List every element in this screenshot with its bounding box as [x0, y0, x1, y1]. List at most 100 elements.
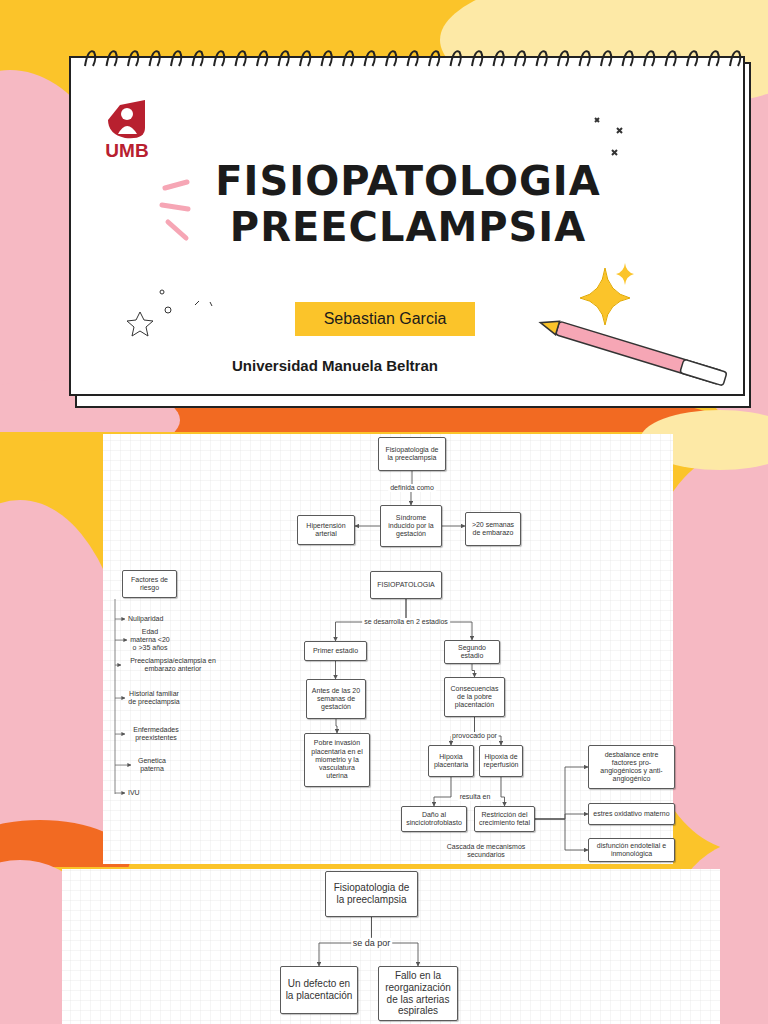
edge-label: resulta en — [458, 793, 493, 801]
spiral-ring — [644, 51, 654, 66]
edge-label: se da por — [351, 938, 393, 948]
box-text: Primer estadio — [313, 647, 358, 655]
logo-text: UMB — [100, 140, 154, 162]
process-box: FISIOPATOLOGIA — [370, 571, 442, 599]
spiral-ring — [193, 51, 203, 66]
process-box: Factores de riesgo — [122, 570, 177, 598]
slide-ground — [0, 432, 768, 866]
spiral-ring — [537, 51, 547, 66]
edge-label: definida como — [388, 484, 436, 492]
connector — [472, 664, 475, 677]
burst-marks — [162, 182, 188, 238]
connector — [336, 719, 337, 733]
grid-lines — [62, 869, 720, 1024]
spiral-ring — [730, 51, 740, 66]
risk-factor: Edad materna <20 o >35 años — [130, 628, 170, 652]
box-text: Fisiopatologia de la preeclampsia — [330, 882, 413, 906]
leader-arrow — [115, 793, 125, 794]
risk-factor: Historial familiar de preeclampsia — [128, 690, 180, 706]
connector — [535, 767, 588, 819]
dash-doodle — [195, 301, 212, 306]
spiral-ring — [300, 51, 310, 66]
author-name: Sebastian Garcia — [295, 310, 475, 328]
box-text: FISIOPATOLOGIA — [377, 581, 435, 589]
grid-panel — [62, 869, 720, 1024]
process-box: Hipoxia placentaria — [428, 745, 474, 777]
box-text: Hipertensión arterial — [301, 522, 351, 539]
spiral-ring — [343, 51, 353, 66]
name-tag — [295, 302, 475, 336]
box-text: Síndrome inducido por la gestación — [384, 514, 438, 539]
grid-panel — [103, 434, 673, 864]
leader-arrow — [115, 640, 127, 641]
dot-doodle — [165, 307, 171, 313]
spiral-ring — [687, 51, 697, 66]
box-text: Fisiopatologia de la preeclampsia — [382, 446, 442, 463]
spiral-ring — [236, 51, 246, 66]
spiral-ring — [386, 51, 396, 66]
risk-factor: Genetica paterna — [134, 757, 170, 773]
process-box: Hipoxia de reperfusión — [479, 745, 523, 777]
leader-arrow — [115, 665, 121, 666]
process-box: Pobre invasión placentaria en el miometr… — [304, 733, 370, 787]
box-text: Restricción del crecimiento fetal — [478, 811, 531, 828]
risk-factor: IVU — [128, 789, 158, 797]
sparkle — [616, 263, 634, 285]
box-text: Factores de riesgo — [126, 576, 173, 593]
box-text: estres oxidativo materno — [593, 810, 669, 818]
slide-ground — [0, 867, 768, 1024]
process-box: desbalance entre factores pro-angiogénic… — [588, 745, 675, 789]
box-text: Hipoxia de reperfusión — [483, 753, 519, 770]
box-text: Fallo en la reorganización de las arteri… — [383, 970, 453, 1017]
slide-ground — [0, 0, 768, 432]
spiral-rings — [85, 51, 740, 66]
connector — [335, 661, 336, 679]
risk-factor: Preeclampsia/eclampsia en embarazo anter… — [124, 657, 222, 673]
spiral-ring — [451, 51, 461, 66]
star-doodle — [127, 312, 153, 336]
process-box: Fisiopatologia de la preeclampsia — [325, 871, 418, 917]
process-box: >20 semanas de embarazo — [465, 512, 521, 546]
leader-arrow — [115, 765, 131, 766]
spiral-ring — [580, 51, 590, 66]
process-box: Segundo estadio — [444, 640, 500, 664]
spiral-ring — [494, 51, 504, 66]
process-box: Primer estadio — [304, 641, 367, 661]
spiral-ring — [150, 51, 160, 66]
spiral-ring — [601, 51, 611, 66]
spiral-ring — [709, 51, 719, 66]
spiral-ring — [85, 51, 95, 66]
risk-leaders — [115, 599, 131, 794]
box-text: disfunción endotelial e inmonológica — [592, 842, 671, 859]
process-box: estres oxidativo materno — [588, 803, 675, 825]
dot-doodle — [160, 290, 164, 294]
process-box: Daño al sinciciotrofoblasto — [401, 806, 467, 832]
spiral-ring — [322, 51, 332, 66]
leader-arrow — [115, 734, 125, 735]
edge-label: provocado por — [450, 732, 499, 740]
connector — [535, 819, 588, 850]
spiral-ring — [214, 51, 224, 66]
connector — [355, 526, 380, 527]
process-box: Fisiopatologia de la preeclampsia — [378, 437, 446, 471]
shape-part — [115, 619, 131, 793]
leader-arrow — [115, 619, 125, 620]
box-text: >20 semanas de embarazo — [469, 521, 517, 538]
box-text: desbalance entre factores pro-angiogénic… — [592, 751, 671, 784]
connector — [535, 814, 588, 819]
spiral-ring — [666, 51, 676, 66]
spiral-ring — [171, 51, 181, 66]
slide-title: FISIOPATOLOGIA PREECLAMPSIA — [188, 158, 628, 250]
logo-shield — [108, 100, 145, 138]
shape-part — [538, 316, 559, 335]
shape-part — [680, 359, 727, 386]
risk-factor: Enfermedades preexistentes — [128, 726, 184, 742]
spiral-ring — [279, 51, 289, 66]
box-text: Segundo estadio — [448, 644, 496, 661]
logo-figure — [121, 108, 133, 120]
process-box: Restricción del crecimiento fetal — [474, 806, 535, 832]
box-text: Daño al sinciciotrofoblasto — [405, 811, 463, 828]
spiral-ring — [472, 51, 482, 66]
spiral-ring — [429, 51, 439, 66]
notebook-card — [70, 57, 744, 395]
